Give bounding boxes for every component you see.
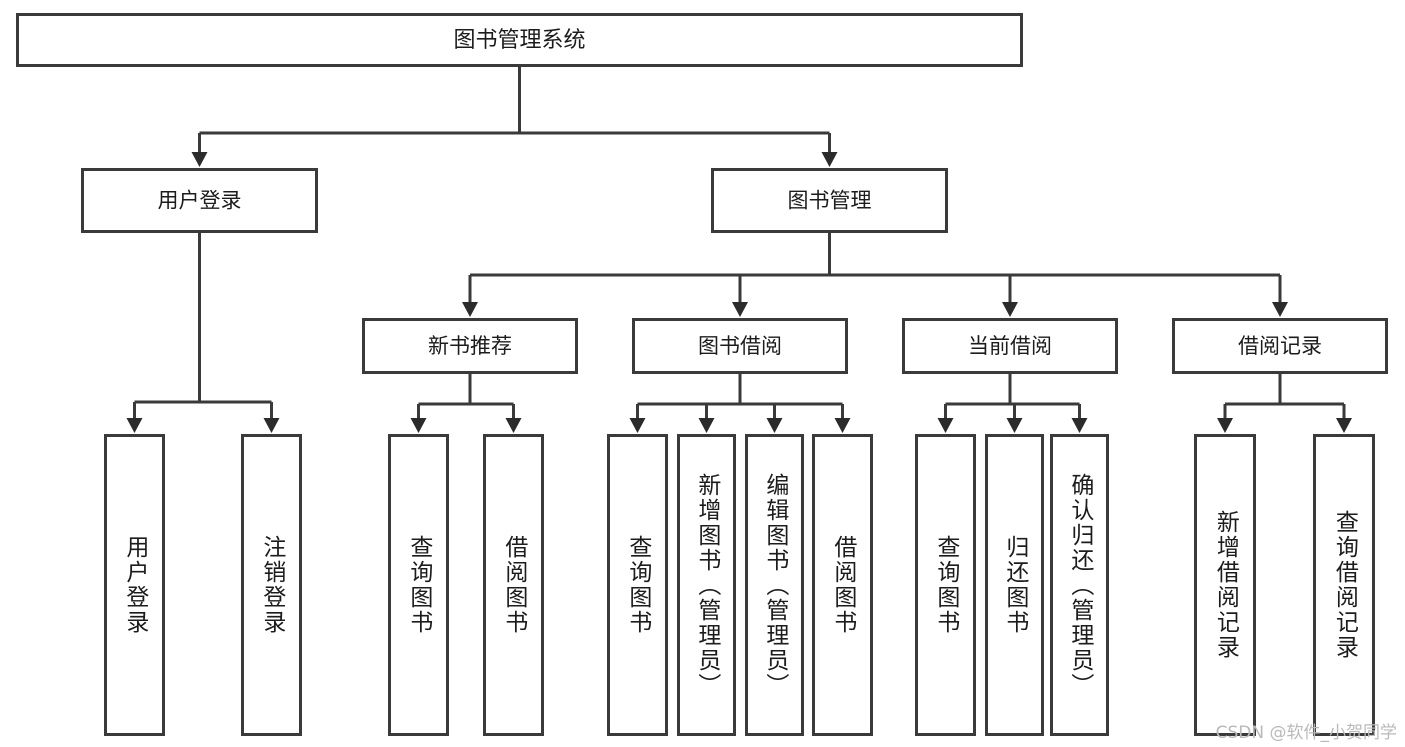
node-box-leaf-edit-book[interactable]	[745, 434, 804, 736]
node-box-leaf-add-record[interactable]	[1194, 434, 1256, 736]
connector-group-new-book-rec	[410, 374, 522, 433]
node-box-leaf-query-book-1[interactable]	[388, 434, 449, 736]
node-box-leaf-query-book-3[interactable]	[915, 434, 976, 736]
node-box-borrow-record[interactable]	[1172, 318, 1388, 374]
node-label-book-manage: 图书管理	[788, 189, 872, 213]
node-box-current-borrow[interactable]	[902, 318, 1118, 374]
node-box-leaf-logout[interactable]	[241, 434, 302, 736]
node-box-leaf-return-book[interactable]	[985, 434, 1044, 736]
node-box-new-book-rec[interactable]	[362, 318, 578, 374]
watermark-text: CSDN @软件_小贺同学	[1215, 723, 1397, 743]
node-box-leaf-user-login[interactable]	[104, 434, 165, 736]
node-box-leaf-confirm-return[interactable]	[1050, 434, 1109, 736]
node-box-leaf-query-book-2[interactable]	[607, 434, 668, 736]
connector-group-borrow-record	[1217, 374, 1352, 433]
node-box-user-login[interactable]	[81, 168, 318, 233]
connector-group-book-borrow	[629, 374, 851, 433]
node-box-leaf-borrow-book-2[interactable]	[812, 434, 873, 736]
node-label-book-borrow: 图书借阅	[698, 334, 782, 358]
connector-group-root	[191, 67, 838, 167]
node-box-book-borrow[interactable]	[632, 318, 848, 374]
node-box-root[interactable]	[16, 13, 1023, 67]
node-box-leaf-add-book[interactable]	[677, 434, 736, 736]
node-label-new-book-rec: 新书推荐	[428, 334, 512, 358]
node-label-root: 图书管理系统	[453, 28, 585, 53]
box-layer	[16, 13, 1388, 736]
node-box-leaf-borrow-book-1[interactable]	[483, 434, 544, 736]
node-label-user-login: 用户登录	[158, 189, 242, 213]
connector-layer	[126, 67, 1352, 433]
connector-group-user-login	[126, 233, 280, 433]
node-box-book-manage[interactable]	[711, 168, 948, 233]
node-label-current-borrow: 当前借阅	[968, 334, 1052, 358]
connector-group-current-borrow	[937, 374, 1088, 433]
connector-group-book-manage	[462, 233, 1288, 317]
node-box-leaf-query-record[interactable]	[1313, 434, 1375, 736]
node-label-borrow-record: 借阅记录	[1238, 334, 1322, 358]
